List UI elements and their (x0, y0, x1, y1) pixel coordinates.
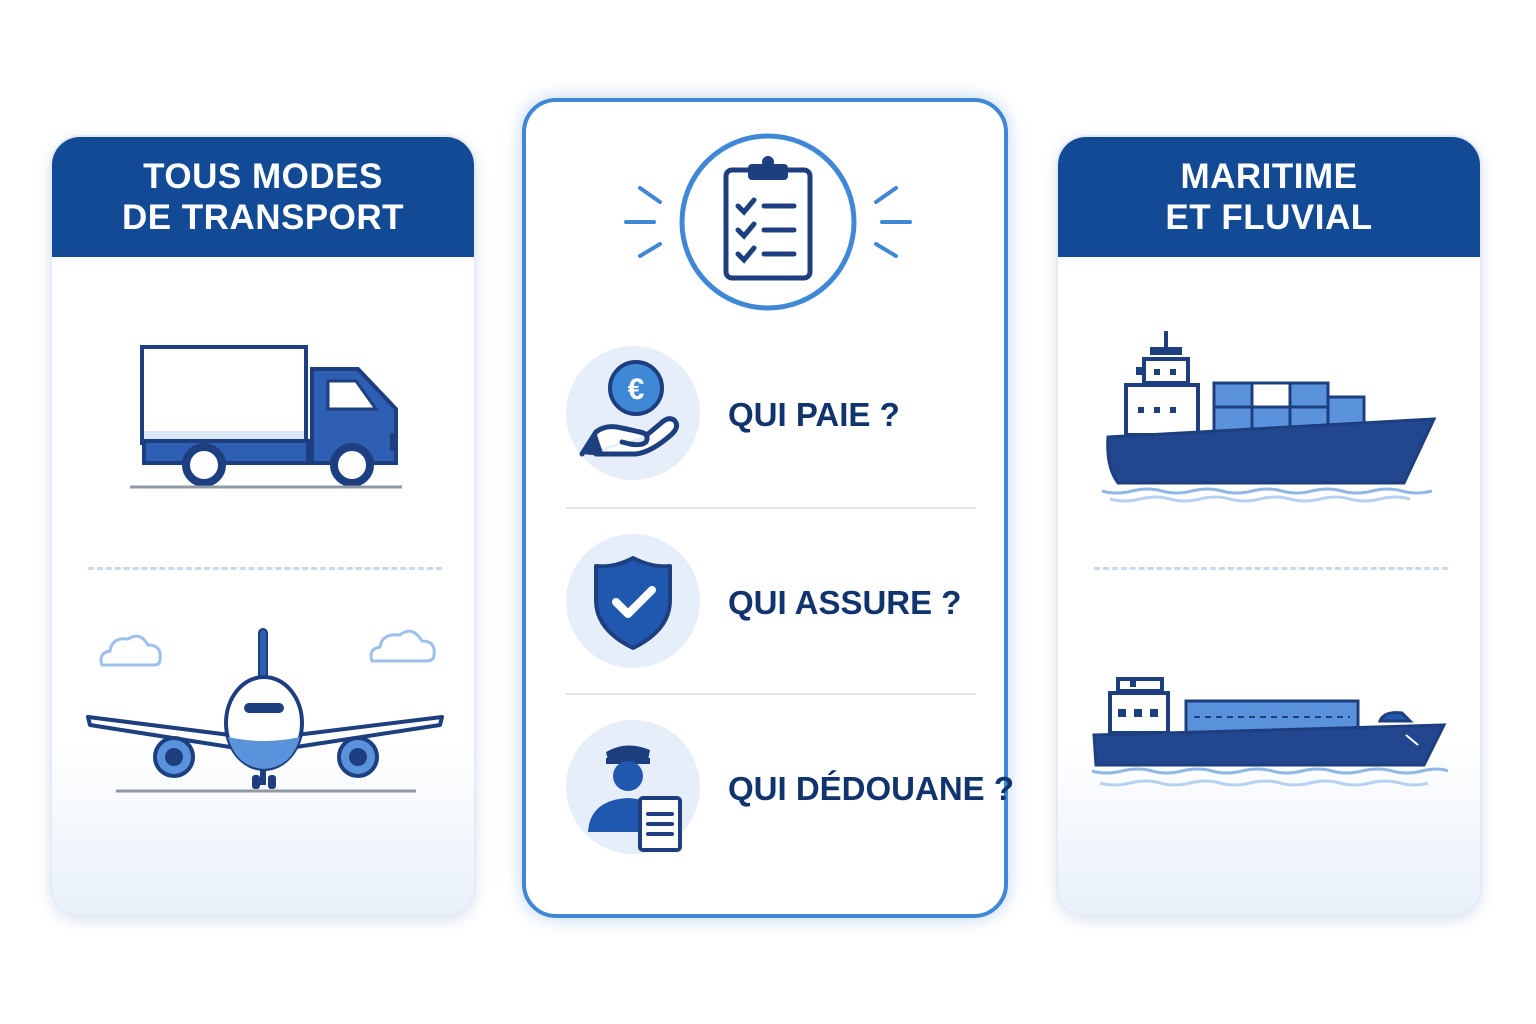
hand-euro-coin-icon: € (579, 360, 680, 457)
svg-text:€: € (628, 373, 645, 406)
question-who-insures: QUI ASSURE ? (566, 534, 996, 674)
cloud-icon (369, 629, 436, 663)
card-title: MARITIME ET FLUVIAL (1165, 157, 1373, 237)
card-header: TOUS MODES DE TRANSPORT (52, 137, 474, 257)
row-divider (566, 693, 976, 695)
card-title: TOUS MODES DE TRANSPORT (121, 157, 405, 237)
question-label: QUI ASSURE ? (728, 584, 962, 621)
container-ship-icon (1101, 331, 1437, 503)
icon-circle: € (566, 346, 700, 480)
cloud-icon (99, 634, 162, 667)
clipboard-checklist-icon (624, 133, 912, 311)
card-header: MARITIME ET FLUVIAL (1058, 137, 1480, 257)
section-divider (1094, 567, 1448, 570)
icon-circle (566, 720, 700, 854)
truck-icon (130, 345, 402, 489)
section-divider (88, 567, 442, 570)
shield-check-icon (594, 556, 672, 650)
question-who-clears-customs: QUI DÉDOUANE ? (566, 720, 1014, 860)
question-label: QUI PAIE ? (728, 396, 900, 433)
customs-officer-document-icon (588, 745, 682, 852)
question-who-pays: € QUI PAIE ? (566, 346, 996, 486)
all-transport-modes-card: TOUS MODES DE TRANSPORT (50, 135, 476, 917)
maritime-and-river-card: MARITIME ET FLUVIAL (1056, 135, 1482, 917)
airplane-icon (86, 628, 444, 793)
icon-circle (566, 534, 700, 668)
row-divider (566, 507, 976, 509)
question-label: QUI DÉDOUANE ? (728, 770, 1015, 807)
river-barge-icon (1091, 677, 1449, 787)
responsibilities-card: € QUI PAIE ? QUI ASSURE ? (522, 98, 1014, 918)
